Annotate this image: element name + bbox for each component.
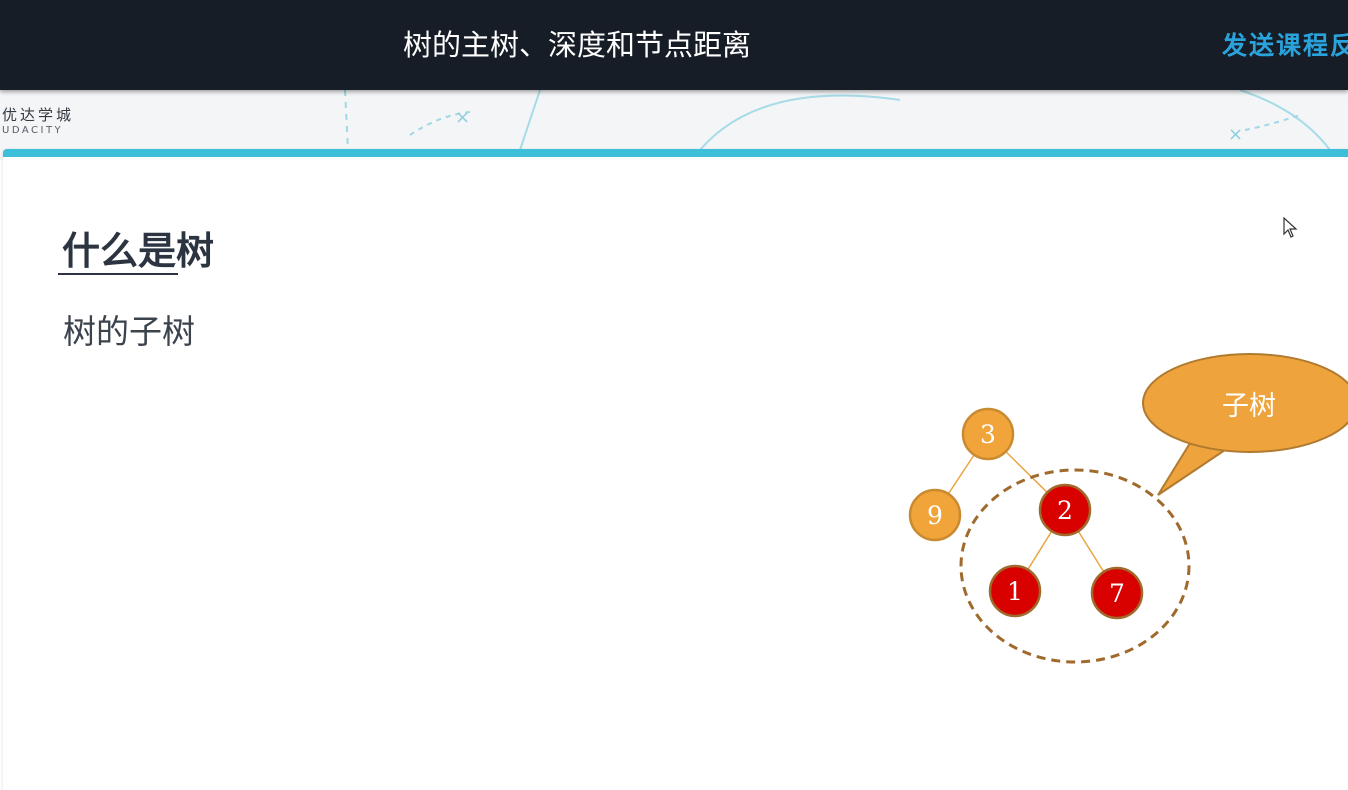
send-course-feedback-link[interactable]: 发送课程反	[1222, 31, 1348, 60]
video-frame[interactable]: × × 优达学城 UDACITY 什么是树 树的子树 3 9	[0, 90, 1348, 790]
slide-card	[3, 149, 1348, 790]
mouse-pointer-icon	[1283, 217, 1298, 238]
slide-subheading: 树的子树	[63, 312, 195, 351]
svg-text:×: ×	[1228, 124, 1243, 145]
tree-node-right	[1038, 483, 1092, 537]
tree-diagram: 3 9 2 1 7 子树	[908, 353, 1348, 664]
tree-node-left-label: 9	[927, 501, 943, 530]
brand-name-cn: 优达学城	[2, 106, 75, 124]
tree-node-right-right-label: 7	[1109, 579, 1125, 608]
callout-label: 子树	[1222, 391, 1276, 422]
tree-node-right-label: 2	[1057, 496, 1073, 525]
background-decoration: × ×	[344, 90, 1331, 151]
tree-node-left	[908, 488, 962, 542]
top-bar: 树的主树、深度和节点距离 发送课程反	[0, 0, 1348, 90]
slide-background-pattern: × ×	[0, 90, 1348, 160]
video-title: 树的主树、深度和节点距离	[403, 28, 752, 62]
tree-node-right-left-label: 1	[1007, 577, 1023, 606]
heading-underline	[58, 273, 178, 275]
tree-node-right-right	[1090, 566, 1144, 620]
callout-bubble	[1142, 353, 1348, 453]
tree-node-right-left	[988, 564, 1042, 618]
svg-text:×: ×	[455, 107, 470, 128]
tree-node-root-label: 3	[980, 420, 996, 449]
subtree-outline	[959, 468, 1191, 664]
tree-node-root	[961, 407, 1015, 461]
udacity-logo: 优达学城 UDACITY	[2, 106, 74, 138]
brand-name-en: UDACITY	[2, 125, 64, 136]
slide-heading: 什么是树	[62, 228, 215, 273]
